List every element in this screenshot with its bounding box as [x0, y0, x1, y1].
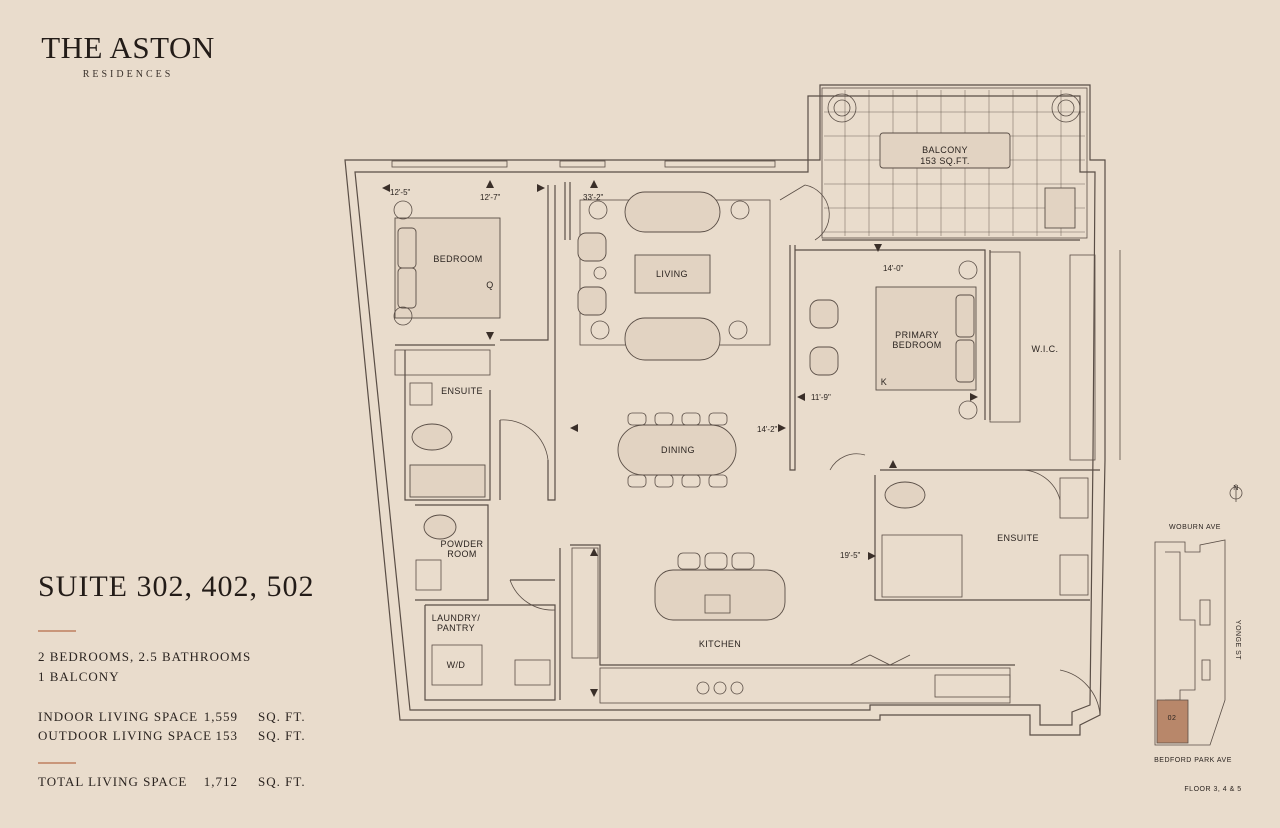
kitchen-label: KITCHEN	[699, 639, 741, 649]
dining-furniture	[617, 412, 737, 488]
bed-size-q: Q	[486, 280, 493, 290]
primary-label-2: BEDROOM	[892, 340, 941, 350]
outer-wall	[344, 84, 1106, 736]
laundry-label-2: PANTRY	[437, 623, 475, 633]
dimension-1: 12'-5"	[390, 188, 411, 197]
outdoor-label: OUTDOOR LIVING SPACE	[38, 728, 213, 743]
unit-number: 02	[1168, 715, 1177, 722]
total-row: TOTAL LIVING SPACE 1,712 SQ. FT.	[38, 774, 328, 793]
windows	[391, 160, 1121, 460]
key-plan: N WOBURN AVE YONGE ST BEDFORD PARK AVE 0…	[1154, 484, 1243, 793]
laundry-label-1: LAUNDRY/	[432, 613, 481, 623]
laundry-fixtures	[431, 644, 551, 686]
balcony-area: 153 SQ.FT.	[920, 156, 970, 166]
wic-label: W.I.C.	[1032, 344, 1059, 354]
outdoor-value: 153	[215, 728, 238, 743]
north-label: N	[1233, 485, 1239, 492]
street-bedford: BEDFORD PARK AVE	[1154, 757, 1232, 764]
dining-label: DINING	[661, 445, 695, 455]
balcony-count: 1 BALCONY	[38, 669, 120, 684]
area-stats: INDOOR LIVING SPACE 1,559 SQ. FT. OUTDOO…	[38, 709, 328, 747]
dimension-2: 12'-7"	[480, 193, 501, 202]
ensuite-fixtures	[409, 382, 486, 591]
dimension-4: 14'-0"	[883, 264, 904, 273]
dimension-6: 14'-2"	[757, 425, 778, 434]
street-yonge: YONGE ST	[1234, 620, 1241, 660]
outdoor-row: OUTDOOR LIVING SPACE 153 SQ. FT.	[38, 728, 328, 747]
total-label: TOTAL LIVING SPACE	[38, 774, 188, 789]
primary-label-1: PRIMARY	[895, 330, 939, 340]
unit-highlight	[1156, 699, 1189, 744]
dimension-markers	[382, 180, 978, 697]
powder-label-1: POWDER	[441, 539, 484, 549]
ensuite-label: ENSUITE	[441, 386, 483, 396]
living-label: LIVING	[656, 269, 688, 279]
divider-top	[38, 630, 76, 632]
total-value: 1,712	[203, 774, 238, 789]
dimension-7: 19'-5"	[840, 551, 861, 560]
bed-size-k: K	[881, 377, 887, 387]
indoor-label: INDOOR LIVING SPACE	[38, 709, 199, 724]
brand-logo: THE ASTON RESIDENCES	[38, 30, 218, 80]
divider-bottom	[38, 762, 76, 764]
dimension-3: 33'-2"	[583, 193, 604, 202]
brand-title: THE ASTON	[41, 30, 215, 65]
dimension-5: 11'-9"	[811, 393, 831, 402]
total-stats: TOTAL LIVING SPACE 1,712 SQ. FT.	[38, 774, 328, 793]
bedrooms-baths: 2 BEDROOMS, 2.5 BATHROOMS	[38, 649, 252, 664]
primary-ensuite-fixtures	[881, 477, 1089, 598]
outdoor-unit: SQ. FT.	[258, 728, 306, 743]
kitchen-furniture	[571, 547, 1011, 704]
living-furniture	[577, 191, 771, 361]
suite-title: SUITE 302, 402, 502	[38, 570, 315, 603]
floors-label: FLOOR 3, 4 & 5	[1184, 786, 1241, 793]
bedroom-label: BEDROOM	[433, 254, 482, 264]
indoor-value: 1,559	[203, 709, 238, 724]
primary-bedroom-furniture	[809, 260, 978, 420]
street-woburn: WOBURN AVE	[1169, 524, 1221, 531]
suite-summary: 2 BEDROOMS, 2.5 BATHROOMS 1 BALCONY	[38, 647, 251, 687]
interior-walls	[395, 182, 1100, 701]
bedroom-furniture	[393, 200, 501, 376]
doors	[499, 184, 1101, 716]
indoor-unit: SQ. FT.	[258, 709, 306, 724]
balcony	[821, 87, 1088, 241]
balcony-label: BALCONY	[922, 145, 968, 155]
total-unit: SQ. FT.	[258, 774, 306, 789]
brand-subtitle: RESIDENCES	[82, 69, 174, 80]
washer-dryer-label: W/D	[447, 660, 466, 670]
indoor-row: INDOOR LIVING SPACE 1,559 SQ. FT.	[38, 709, 328, 728]
primary-ensuite-label: ENSUITE	[997, 533, 1039, 543]
powder-label-2: ROOM	[447, 549, 477, 559]
